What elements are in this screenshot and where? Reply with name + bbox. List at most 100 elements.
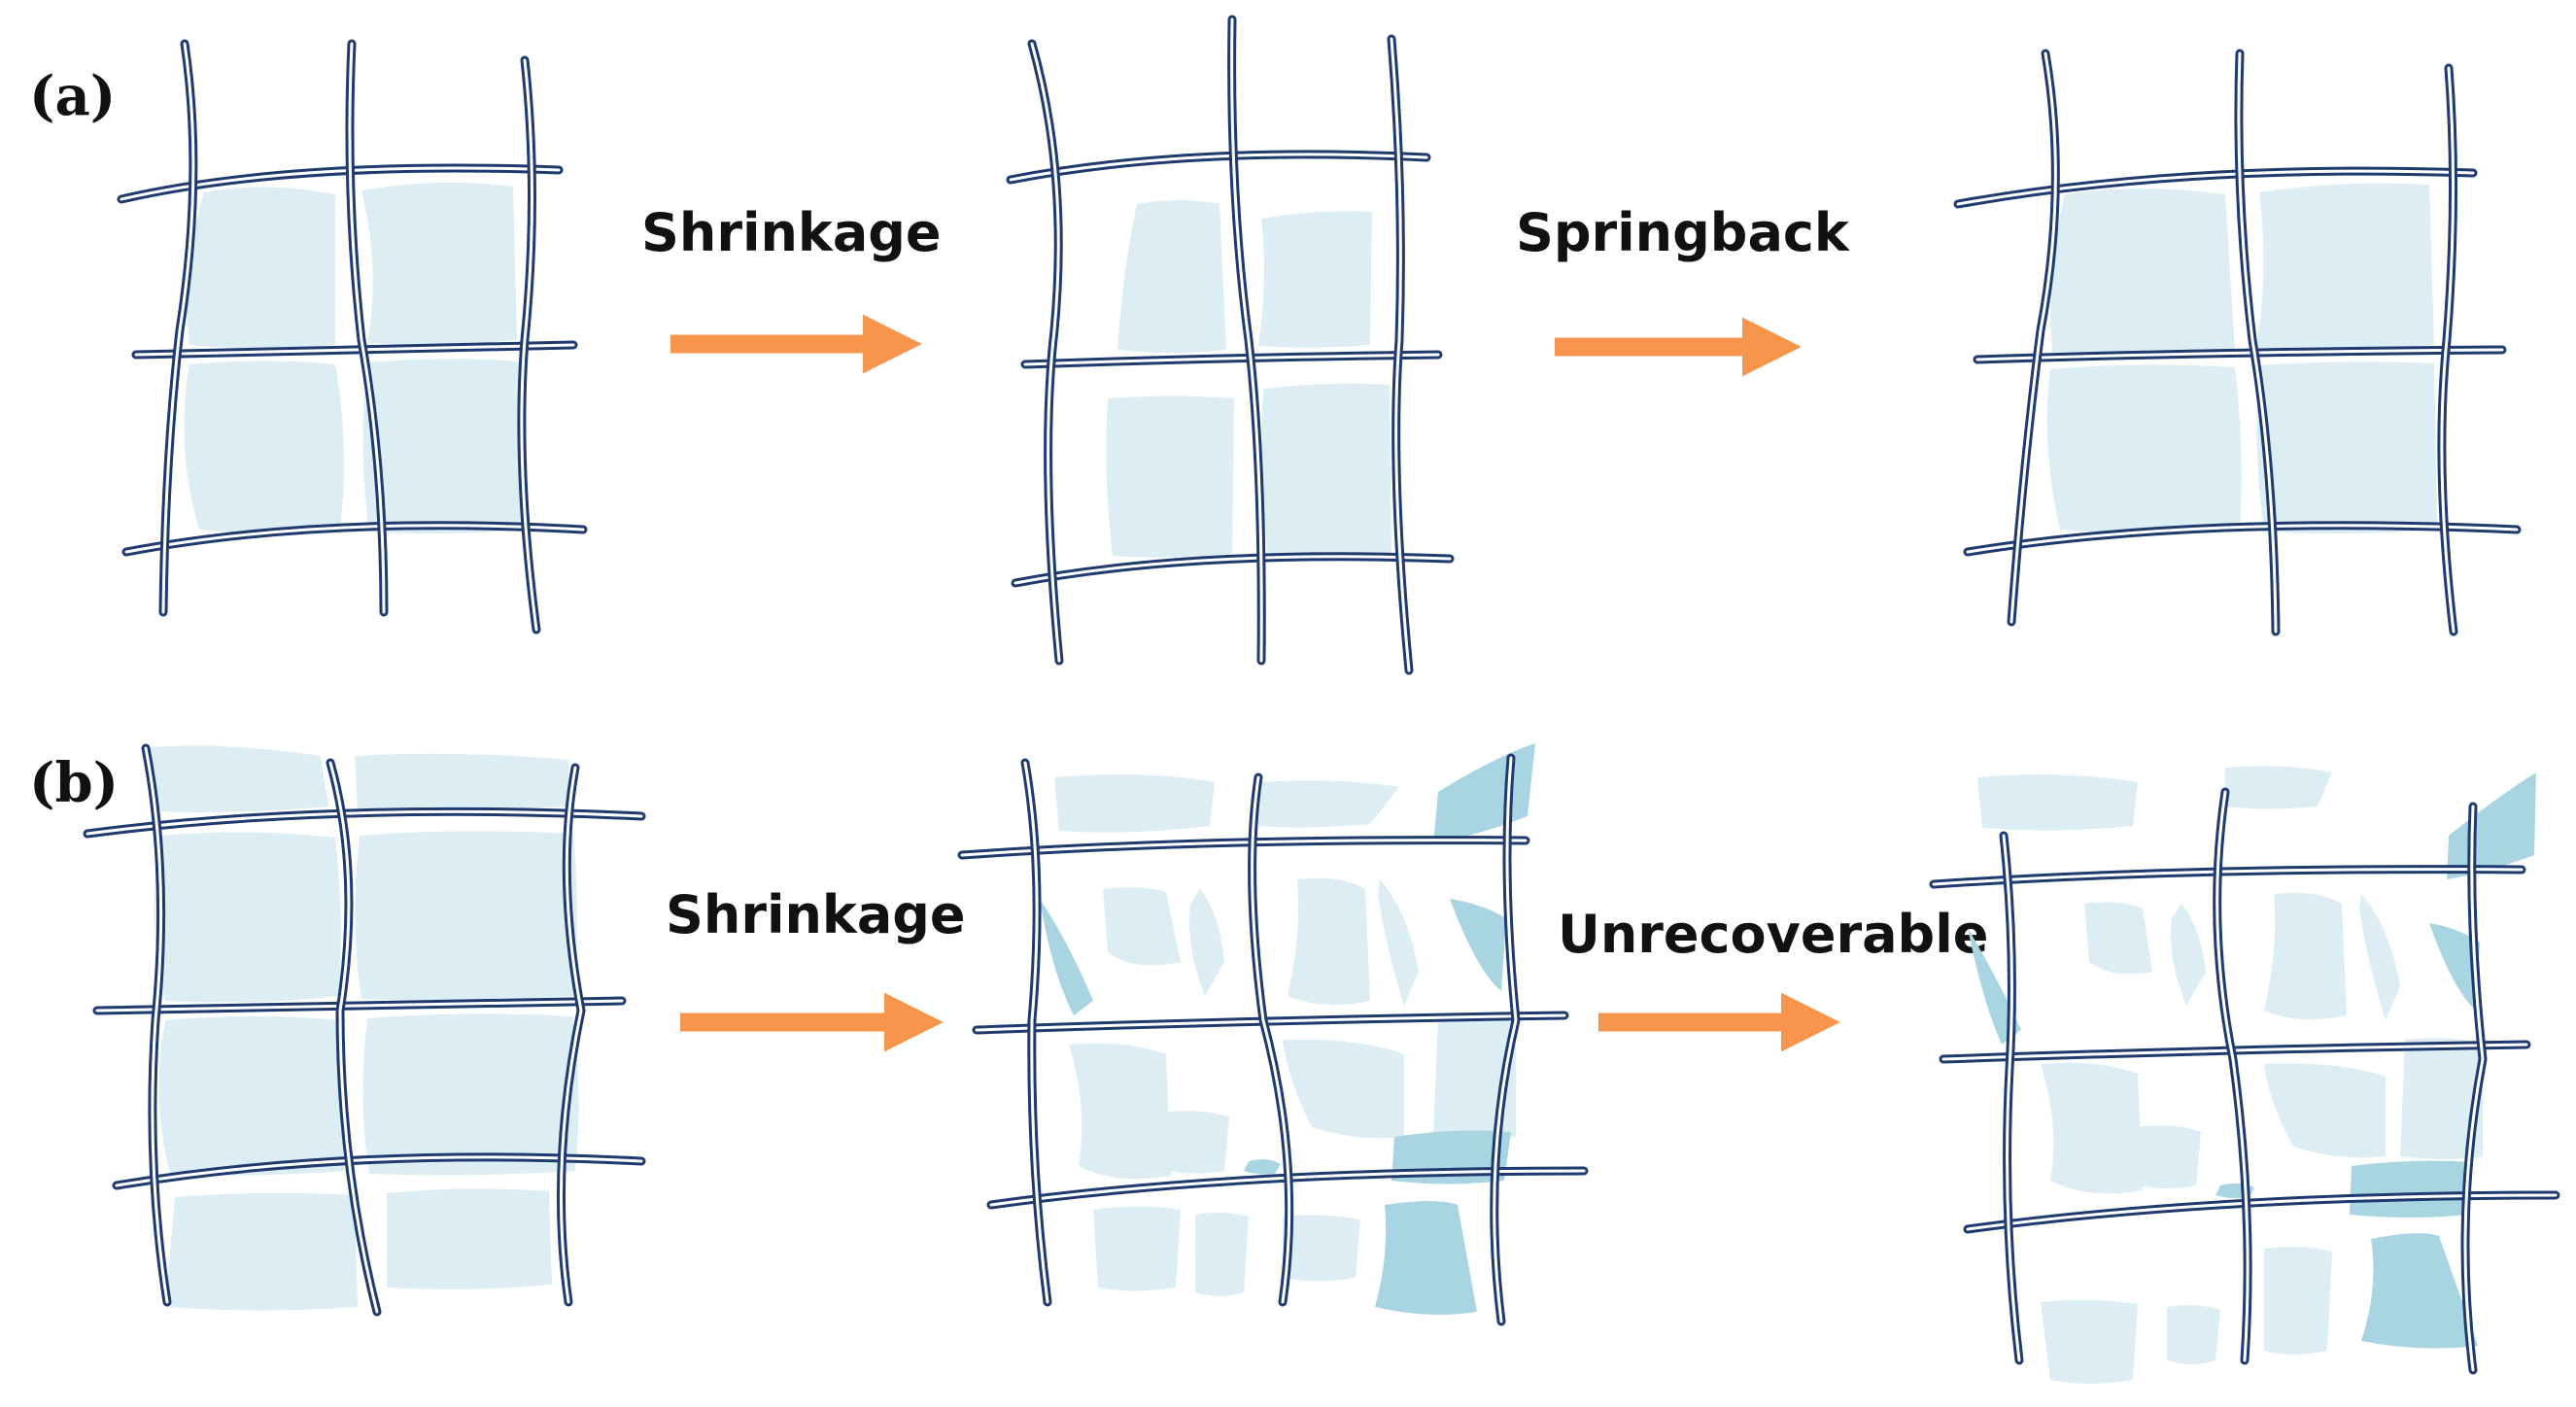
fiber-strand	[2213, 787, 2252, 1365]
pore-region	[1151, 1111, 1229, 1174]
pore-region	[355, 753, 568, 810]
pore-region	[2084, 902, 2152, 975]
panel-label-b: (b)	[29, 751, 119, 815]
fiber-strand-core	[2009, 51, 2057, 624]
pore-fill	[146, 745, 579, 1311]
fiber-strand-core	[1941, 1043, 2528, 1061]
pore-region	[1093, 1206, 1181, 1291]
fiber-strand	[1227, 15, 1266, 666]
pore-fragments	[1054, 773, 1516, 1296]
fiber-strand	[1027, 39, 1064, 666]
pore-region	[2359, 894, 2400, 1020]
fiber-strand-core	[1023, 353, 1440, 366]
pore-region	[1378, 879, 1419, 1006]
pore-region	[387, 1188, 552, 1289]
pore-region	[2256, 183, 2434, 350]
pore-region	[2264, 1247, 2332, 1355]
pore-region	[1040, 899, 1093, 1015]
fiber-strand-core	[1956, 169, 2475, 206]
fiber-strand-core	[2463, 805, 2485, 1372]
pore-region	[1977, 773, 2138, 831]
pore-region	[184, 360, 344, 533]
fiber-strand-core	[559, 766, 583, 1304]
fiber-strand-core	[1251, 775, 1291, 1304]
fiber-strand-core	[134, 343, 575, 357]
fiber-strands	[1006, 15, 1455, 675]
pore-region	[361, 182, 517, 345]
pore-region	[1195, 1212, 1249, 1296]
pore-region	[1106, 395, 1234, 558]
network-b-initial	[83, 743, 646, 1317]
pore-region	[2264, 892, 2347, 1019]
pore-region	[1433, 743, 1535, 843]
pore-region	[1375, 1201, 1477, 1316]
pore-region	[2041, 1062, 2143, 1194]
network-b-shrunk	[957, 743, 1589, 1326]
fiber-strands	[117, 39, 588, 635]
pore-region	[1103, 887, 1181, 966]
fiber-strand-core	[124, 524, 585, 554]
pore-region	[2361, 1233, 2478, 1349]
fiber-strands	[1953, 49, 2522, 636]
pore-region	[2225, 766, 2332, 809]
fiber-strand-core	[2440, 66, 2456, 634]
fiber-strand-core	[2215, 790, 2250, 1362]
pore-region	[2041, 1299, 2138, 1384]
fiber-strand-core	[1030, 42, 1061, 663]
pore-region	[362, 1013, 579, 1176]
fiber-strand	[121, 521, 588, 557]
pore-region	[1433, 1014, 1516, 1140]
pore-region	[165, 1192, 358, 1311]
pore-region	[1189, 889, 1224, 996]
pore-region	[2123, 1125, 2201, 1189]
fiber-strand-core	[1230, 17, 1263, 663]
pore-region	[1258, 780, 1399, 828]
pore-region	[1258, 211, 1372, 348]
pore-region	[2046, 364, 2242, 533]
pore-fragments	[1977, 766, 2483, 1384]
fiber-strand	[1011, 552, 1455, 588]
pore-fill	[1106, 200, 1391, 562]
pore-region	[1069, 1043, 1171, 1180]
fiber-strand-core	[328, 761, 379, 1314]
network-a-shrunk	[1006, 15, 1455, 675]
pore-region	[2050, 189, 2235, 355]
fiber-strand	[1020, 758, 1052, 1307]
pore-region	[1450, 899, 1506, 991]
pore-region	[1244, 1159, 1281, 1175]
fiber-strand-core	[95, 999, 624, 1012]
fiber-strand-core	[1390, 37, 1411, 672]
fiber-strand	[83, 806, 646, 839]
fiber-strands	[957, 753, 1589, 1326]
fiber-strand-core	[975, 1013, 1566, 1032]
pore-region	[2350, 1160, 2473, 1218]
pore-region	[2400, 1038, 2483, 1159]
unrecoverable-label: Unrecoverable	[1558, 904, 1988, 965]
fiber-strand-core	[161, 42, 195, 614]
pore-region	[2264, 1063, 2386, 1158]
fiber-strand	[1006, 150, 1431, 185]
fiber-strand-core	[1966, 524, 2519, 554]
fiber-strand-core	[989, 1169, 1586, 1207]
pore-region	[1261, 383, 1391, 562]
collapsed-fragments	[1968, 772, 2536, 1349]
network-b-unrecoverable	[1929, 766, 2560, 1384]
pore-region	[187, 187, 335, 349]
pore-region	[1283, 1215, 1360, 1282]
shrinkage-label-b: Shrinkage	[666, 884, 966, 945]
fiber-strand-core	[1975, 348, 2504, 361]
pore-region	[362, 359, 525, 534]
network-a-initial	[117, 39, 588, 635]
pore-region	[158, 1016, 348, 1176]
fiber-strand-core	[1023, 761, 1049, 1304]
pore-region	[1054, 773, 1215, 833]
springback-label: Springback	[1516, 202, 1850, 263]
fiber-strand-core	[348, 42, 386, 614]
fiber-strand	[1963, 521, 2522, 557]
fiber-strand-core	[1493, 756, 1518, 1323]
fiber-strand-core	[520, 58, 538, 632]
arrows	[670, 314, 1840, 1052]
pore-region	[2447, 772, 2536, 879]
pore-region	[2256, 361, 2437, 534]
